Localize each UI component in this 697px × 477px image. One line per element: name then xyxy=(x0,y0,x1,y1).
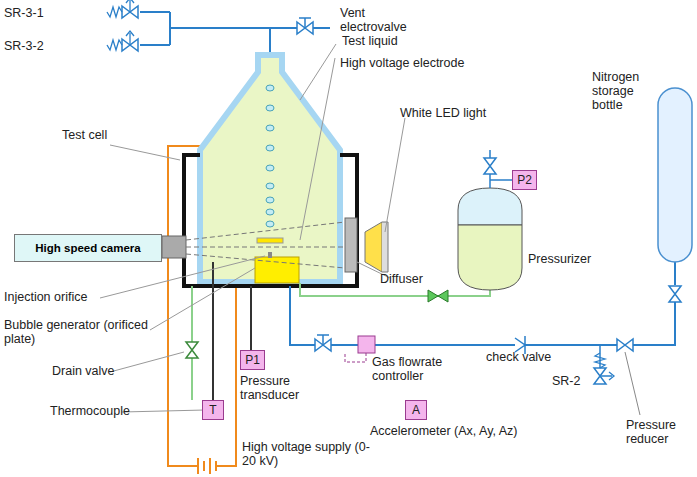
led-light xyxy=(365,222,382,272)
part-label: SR-3-1 xyxy=(4,6,94,20)
node-text: P2 xyxy=(517,173,532,187)
instrument-box: P1 xyxy=(240,350,265,370)
pressurizer-valve xyxy=(428,290,448,302)
part-label: Test liquid xyxy=(342,34,452,48)
transducer-line xyxy=(250,286,252,350)
hv-electrode xyxy=(257,238,283,243)
pressurizer-top xyxy=(490,150,512,188)
part-label: Thermocouple xyxy=(50,404,150,418)
valve-stem xyxy=(299,18,311,28)
instrument-box: T xyxy=(202,400,224,420)
nitrogen-bottle xyxy=(658,88,692,262)
flow-controller xyxy=(358,336,375,353)
relief-valve xyxy=(594,353,614,384)
part-label: Gas flowrate controller xyxy=(372,355,472,383)
part-label: Accelerometer (Ax, Ay, Az) xyxy=(370,424,550,438)
part-label: SR-3-2 xyxy=(4,39,94,53)
leader xyxy=(625,352,640,415)
camera-lens xyxy=(162,236,186,258)
view-lines xyxy=(186,222,345,268)
part-label: White LED light xyxy=(400,106,530,120)
part-label: Test cell xyxy=(62,128,162,142)
part-label: Pressurizer xyxy=(528,252,618,266)
injection-orifice xyxy=(268,252,272,258)
pressurizer-top-valve xyxy=(484,158,496,174)
part-label: Drain valve xyxy=(52,364,152,378)
battery-symbol xyxy=(198,458,216,474)
camera-box: High speed camera xyxy=(14,234,162,262)
valve-stem xyxy=(317,335,329,345)
leader xyxy=(100,44,405,412)
pressurizer-gas xyxy=(458,188,522,225)
node-text: A xyxy=(412,403,420,417)
instrument-box: P2 xyxy=(512,170,537,190)
part-label: Injection orifice xyxy=(4,290,134,304)
sr2-line xyxy=(599,345,601,368)
part-label: Pressure transducer xyxy=(240,374,330,402)
test-liquid-vessel xyxy=(200,55,340,282)
relief-valve xyxy=(107,31,138,51)
part-label: Vent electrovalve xyxy=(340,6,420,34)
node-text: High speed camera xyxy=(35,242,140,254)
part-label: Nitrogen storage bottle xyxy=(592,70,654,112)
node-text: P1 xyxy=(245,353,260,367)
test-cell-wall xyxy=(184,155,357,286)
controller-signal xyxy=(345,352,366,362)
diffuser xyxy=(345,218,357,272)
part-label: Pressure reducer xyxy=(626,418,690,446)
pressurizer-liquid xyxy=(458,225,522,290)
relief-valve xyxy=(107,0,138,18)
node-text: T xyxy=(209,403,216,417)
part-label: check valve xyxy=(486,350,576,364)
gas-line xyxy=(290,286,675,345)
bubbles xyxy=(266,85,274,227)
part-label: SR-2 xyxy=(552,374,592,388)
bottle-valve xyxy=(669,286,681,302)
drain-valve xyxy=(186,342,198,358)
vent-line xyxy=(140,12,330,56)
part-label: Diffuser xyxy=(380,272,460,286)
pressure-reducer xyxy=(617,339,633,351)
part-label: Bubble generator (orificed plate) xyxy=(4,318,154,346)
part-label: High voltage supply (0-20 kV) xyxy=(242,440,372,468)
part-label: High voltage electrode xyxy=(340,56,500,70)
bottle-line xyxy=(674,262,676,285)
instrument-box: A xyxy=(405,400,427,420)
thermocouple-probe xyxy=(212,262,214,400)
